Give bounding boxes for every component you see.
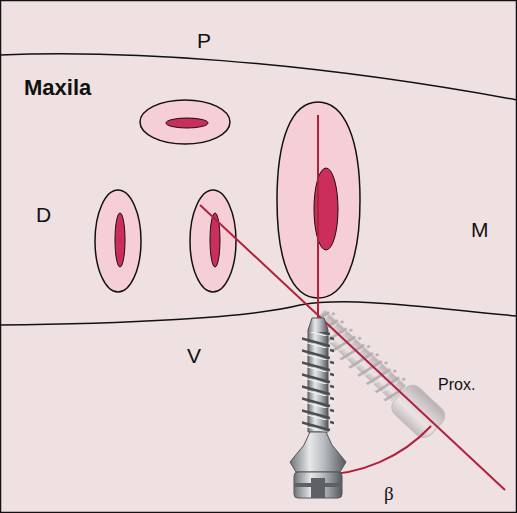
region-label: M <box>471 219 489 240</box>
region-label: V <box>187 345 201 366</box>
region-label: β <box>384 484 394 503</box>
region-label: Maxila <box>24 77 91 99</box>
region-label: D <box>36 204 51 225</box>
region-label: P <box>197 30 211 51</box>
region-label: Prox. <box>438 377 475 393</box>
